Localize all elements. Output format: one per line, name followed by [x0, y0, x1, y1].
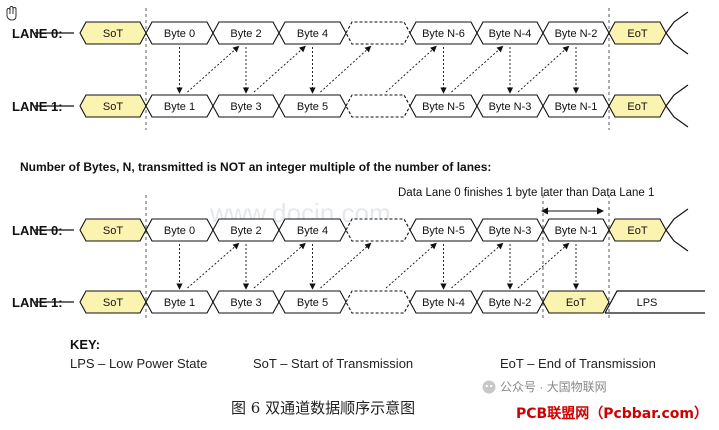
top-lane-1-cell-3: Byte 5: [297, 101, 328, 113]
bottom-lane-1-cell-6: Byte N-2: [489, 297, 532, 309]
top-timing-guides: [145, 8, 610, 130]
bottom-byte-order-arrows-diag-0: [187, 242, 240, 289]
key-title: KEY:: [70, 337, 100, 352]
bottom-lane-0-cell-7: Byte N-1: [555, 225, 598, 237]
top-lane-0-cell-3: Byte 4: [297, 28, 328, 40]
top-lane-0-cell-8: EoT: [627, 28, 647, 40]
brand-watermark: PCB联盟网（Pcbbar.com）: [516, 406, 708, 422]
bottom-lane-1-cell-1: Byte 1: [164, 297, 195, 309]
bottom-lane-0-cell-1: Byte 0: [164, 225, 195, 237]
top-lane-1-cell-5: Byte N-5: [422, 101, 465, 113]
key-sot: SoT – Start of Transmission: [253, 356, 413, 371]
top-lane-1-tail: [665, 84, 689, 128]
top-lane-1-cell-1: Byte 1: [164, 101, 195, 113]
bottom-lane-1-cell-7: EoT: [566, 297, 586, 309]
bottom-lane-0-tail: [665, 208, 689, 252]
top-lane-0-cell-1: Byte 0: [164, 28, 195, 40]
key-lps: LPS – Low Power State: [70, 356, 207, 371]
top-lane-0-cell-6: Byte N-4: [489, 28, 532, 40]
top-lane-1-cell-8-shape: [608, 94, 667, 118]
bottom-lane-0-cell-0: SoT: [103, 225, 123, 237]
top-lane-0-cell-8-shape: [608, 21, 667, 45]
bottom-byte-order-arrows-diag-5: [517, 242, 570, 289]
bottom-lane-0-cell-3: Byte 4: [297, 225, 328, 237]
hand-cursor-icon: [6, 5, 17, 21]
bottom-timing-guides: [145, 195, 610, 320]
top-lane-1-cell-8: EoT: [627, 101, 647, 113]
top-lane-1-cell-6: Byte N-3: [489, 101, 532, 113]
top-byte-order-arrows-diag-5: [517, 45, 570, 93]
top-lane-0-cell-0: SoT: [103, 28, 123, 40]
top-lane-1-cell-2: Byte 3: [230, 101, 261, 113]
bottom-lane-0-cell-4-shape: [345, 218, 411, 242]
bottom-lane-0-cell-5: Byte N-5: [422, 225, 465, 237]
bottom-lane-1-cell-4-shape: [345, 290, 411, 314]
top-byte-order-arrows: [176, 45, 580, 94]
wechat-watermark: 公众号 · 大国物联网: [500, 380, 607, 394]
top-lane-0-cell-7: Byte N-2: [555, 28, 598, 40]
bottom-lane-0-cell-8-shape: [608, 218, 667, 242]
top-lane-1-cell-0: SoT: [103, 101, 123, 113]
figure-caption: 图 6 双通道数据顺序示意图: [231, 399, 415, 417]
bottom-byte-order-arrows-diag-4: [451, 242, 504, 289]
key-eot: EoT – End of Transmission: [500, 356, 656, 371]
top-byte-order-arrows-diag-0: [187, 45, 240, 93]
bottom-lane-1-cell-lps: LPS: [637, 297, 658, 309]
top-lane-0-cell-4-shape: [345, 21, 411, 45]
top-byte-order-arrows-diag-2: [320, 45, 372, 93]
lane-finish-annotation: Data Lane 0 finishes 1 byte later than D…: [398, 187, 654, 199]
bottom-lane-1-lps-outline: [604, 290, 705, 314]
bottom-byte-order-arrows: [176, 242, 580, 290]
bottom-lane-1-cell-0: SoT: [103, 297, 123, 309]
bottom-lane-0-cell-8: EoT: [627, 225, 647, 237]
top-lane-1-cell-7: Byte N-1: [555, 101, 598, 113]
bottom-byte-order-arrows-diag-3: [385, 242, 437, 289]
bottom-lane-0-cell-2: Byte 2: [230, 225, 261, 237]
bottom-byte-order-arrows-diag-1: [253, 242, 306, 289]
top-lane-1-cell-4-shape: [345, 94, 411, 118]
bottom-lane-1-cell-7-shape: [542, 290, 610, 314]
bottom-lane-1-cell-2: Byte 3: [230, 297, 261, 309]
top-lane-0-cell-5: Byte N-6: [422, 28, 465, 40]
bottom-byte-order-arrows-diag-2: [320, 242, 372, 289]
top-byte-order-arrows-diag-4: [451, 45, 504, 93]
top-byte-order-arrows-diag-3: [385, 45, 437, 93]
wechat-icon: [482, 380, 496, 394]
top-lane-0-tail: [665, 11, 689, 55]
top-byte-order-arrows-diag-1: [253, 45, 306, 93]
bottom-lane-1-cell-5: Byte N-4: [422, 297, 465, 309]
note-text: Number of Bytes, N, transmitted is NOT a…: [20, 160, 491, 174]
bottom-lane-1-cell-3: Byte 5: [297, 297, 328, 309]
top-lane-0-cell-2: Byte 2: [230, 28, 261, 40]
bottom-lane-0-cell-6: Byte N-3: [489, 225, 532, 237]
